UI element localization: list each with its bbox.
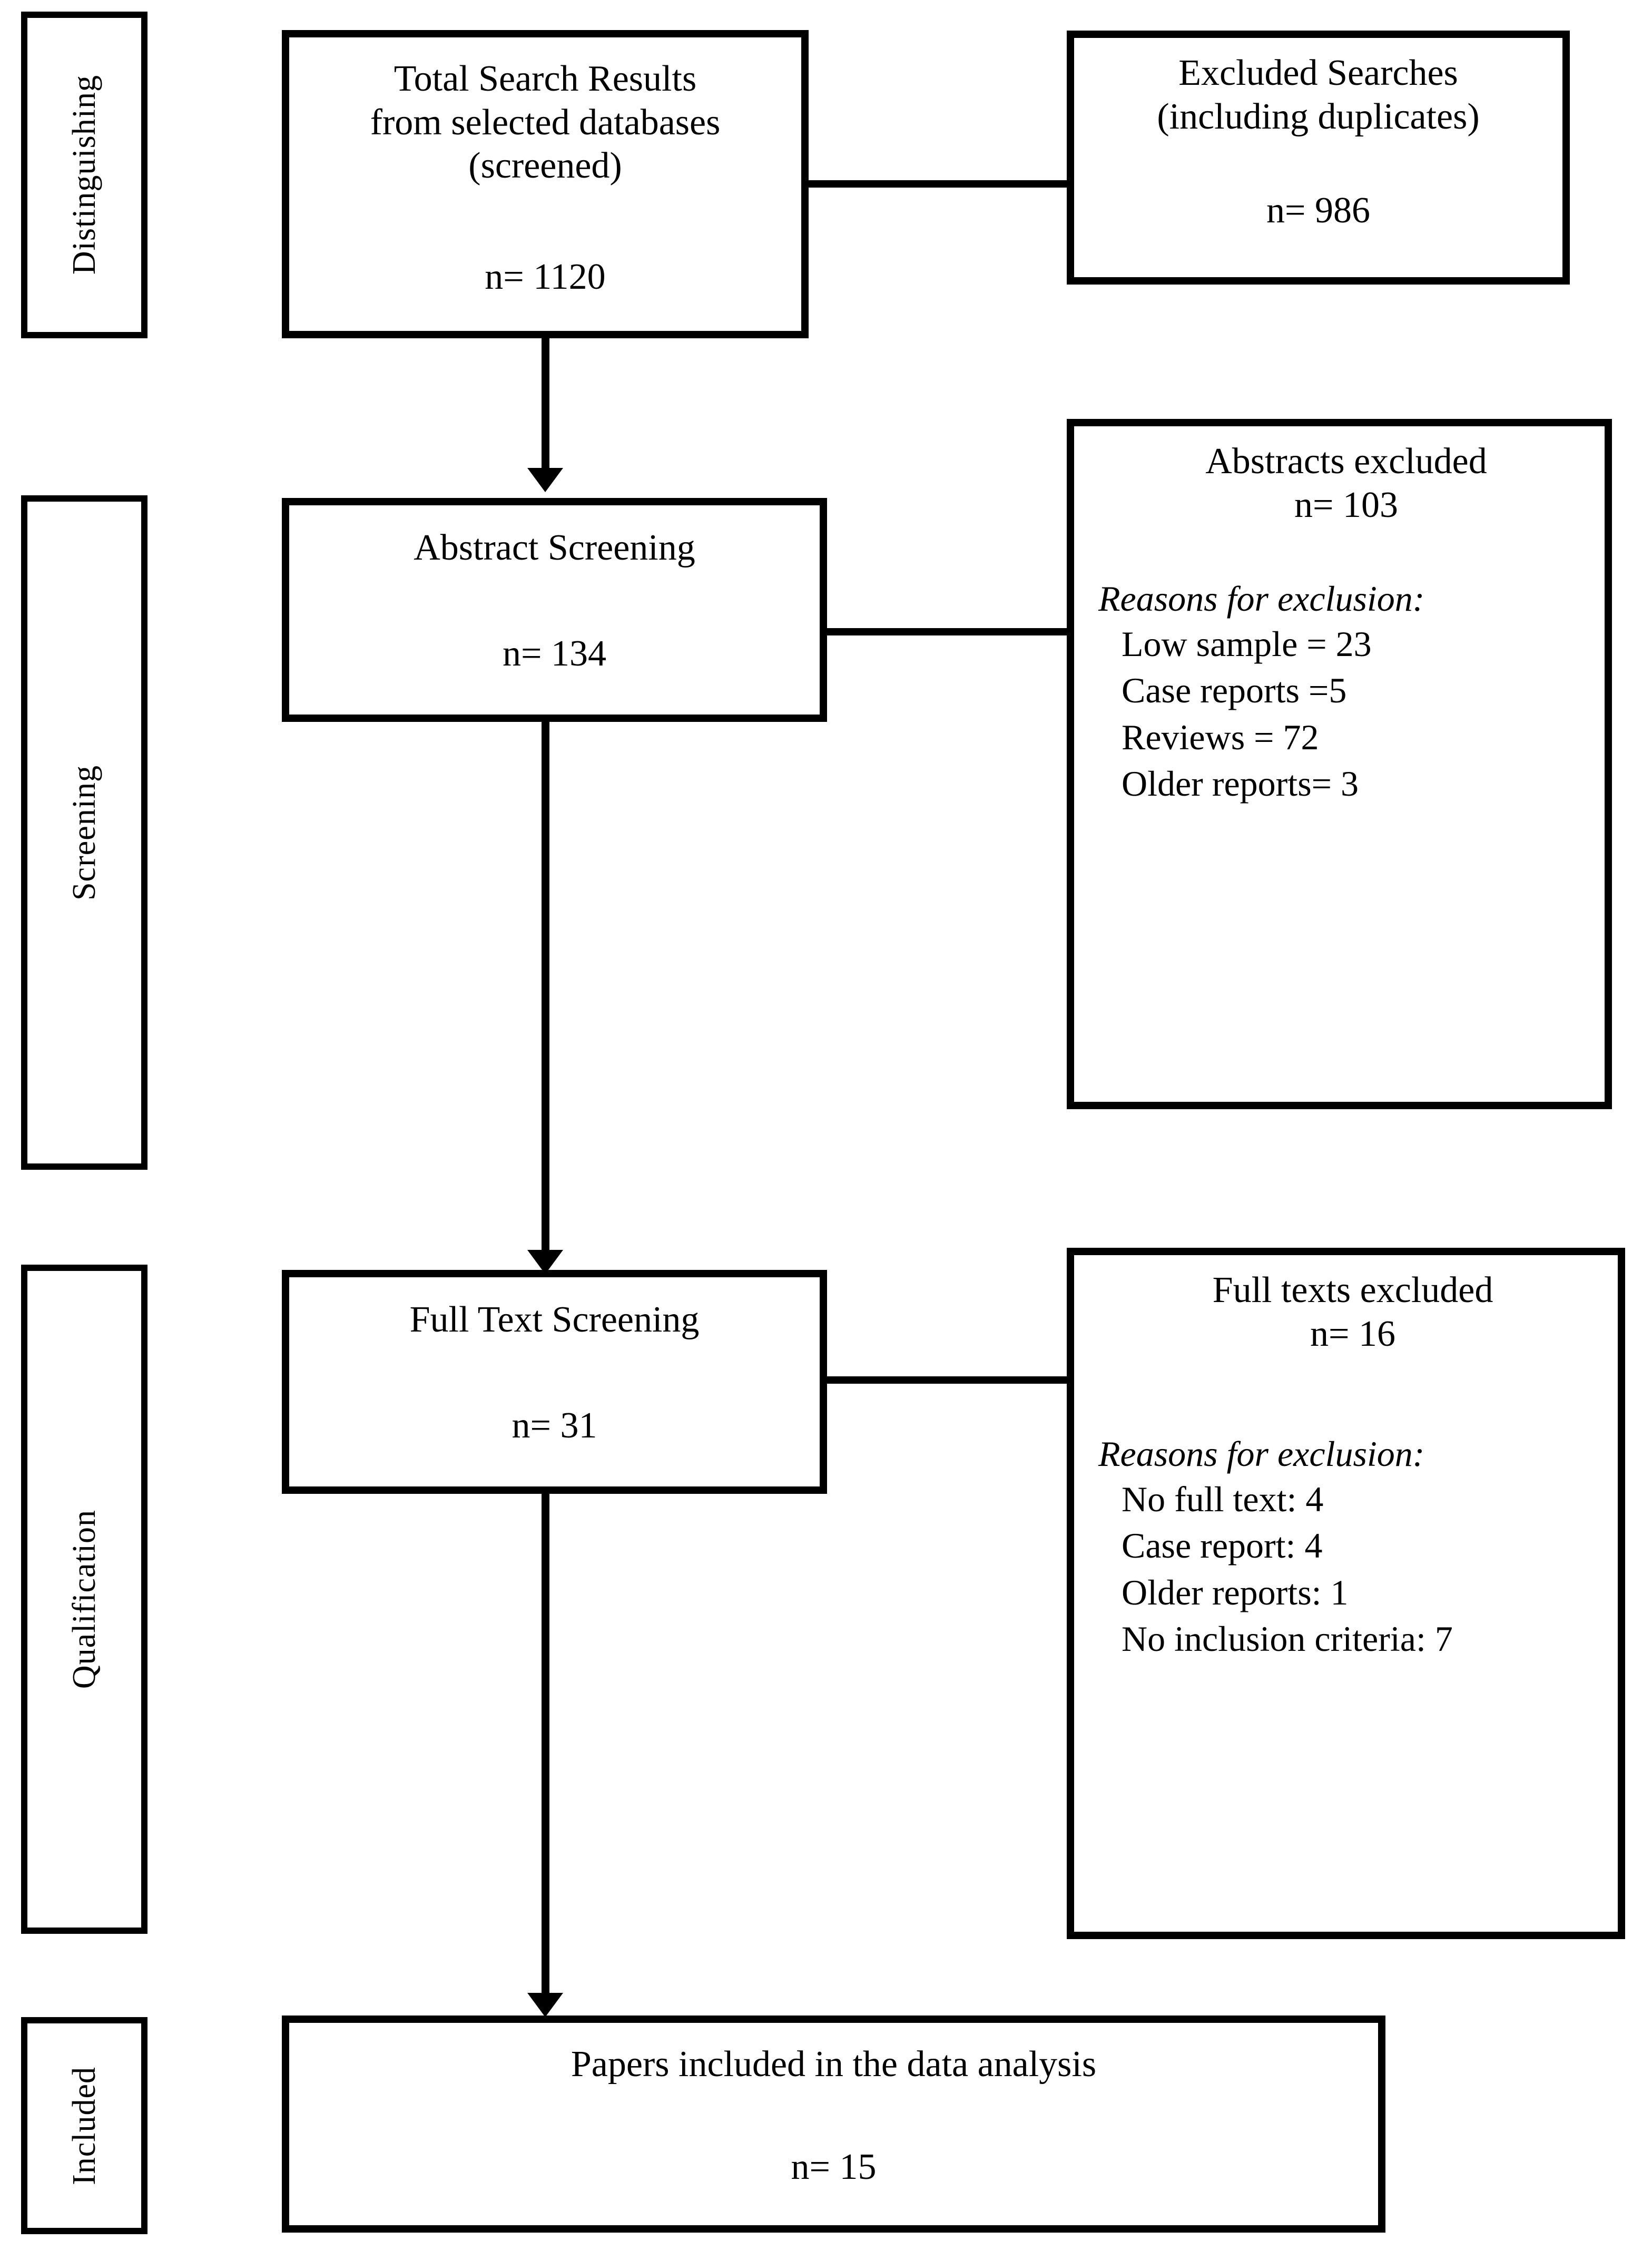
node-papers-included-count: n= 15 (791, 2146, 877, 2187)
node-full-texts-excluded-title: Full texts excluded (1212, 1270, 1493, 1310)
node-abstracts-excluded-reasons-heading: Reasons for exclusion: (1098, 579, 1425, 619)
reason-item: Case reports =5 (1122, 670, 1347, 711)
connector-abstract-to-excluded (826, 628, 1069, 635)
node-full-texts-excluded-reasons-heading: Reasons for exclusion: (1098, 1434, 1425, 1474)
node-papers-included-title: Papers included in the data analysis (571, 2044, 1097, 2085)
reason-item: Older reports: 1 (1122, 1572, 1349, 1612)
node-full-text-screening-count: n= 31 (512, 1405, 597, 1446)
reason-item: Reviews = 72 (1122, 717, 1319, 757)
reason-item: No full text: 4 (1122, 1479, 1324, 1519)
node-abstracts-excluded-title: Abstracts excluded (1205, 441, 1487, 482)
connector-fulltext-to-included (542, 1494, 549, 1997)
connector-abstract-to-fulltext (542, 722, 549, 1254)
node-abstracts-excluded-count: n= 103 (1294, 484, 1398, 525)
stage-label-included: Included (66, 2066, 102, 2185)
node-abstract-screening-title: Abstract Screening (414, 527, 695, 568)
connector-total-to-excluded (806, 180, 1069, 188)
stage-box-included: Included (21, 2017, 148, 2234)
node-full-text-screening: Full Text Screening n= 31 (282, 1270, 827, 1494)
stage-box-distinguishing: Distinguishing (21, 12, 148, 338)
arrowhead-total-to-abstract (527, 468, 563, 492)
node-abstracts-excluded: Abstracts excluded n= 103 Reasons for ex… (1067, 419, 1612, 1109)
node-total-search-results-title: Total Search Results from selected datab… (370, 58, 721, 187)
node-total-search-results: Total Search Results from selected datab… (282, 30, 809, 338)
node-abstract-screening: Abstract Screening n= 134 (282, 498, 827, 722)
node-full-text-screening-title: Full Text Screening (409, 1299, 700, 1340)
reason-item: No inclusion criteria: 7 (1122, 1618, 1453, 1659)
node-excluded-searches: Excluded Searches (including duplicates)… (1067, 31, 1570, 285)
node-abstracts-excluded-reasons-list: Low sample = 23 Case reports =5 Reviews … (1098, 621, 1594, 807)
node-excluded-searches-title: Excluded Searches (including duplicates) (1157, 53, 1480, 137)
stage-box-screening: Screening (21, 495, 148, 1170)
reason-item: Low sample = 23 (1122, 623, 1372, 664)
reason-item: Case report: 4 (1122, 1525, 1323, 1566)
node-abstract-screening-count: n= 134 (503, 633, 606, 674)
node-total-search-results-count: n= 1120 (485, 257, 606, 298)
reason-item: Older reports= 3 (1122, 763, 1359, 804)
node-full-texts-excluded: Full texts excluded n= 16 Reasons for ex… (1067, 1248, 1625, 1939)
connector-fulltext-to-excluded (826, 1376, 1069, 1384)
stage-box-qualification: Qualification (21, 1265, 148, 1934)
stage-label-distinguishing: Distinguishing (66, 75, 102, 275)
node-papers-included: Papers included in the data analysis n= … (282, 2016, 1385, 2233)
node-full-texts-excluded-reasons-list: No full text: 4 Case report: 4 Older rep… (1098, 1476, 1607, 1662)
stage-label-qualification: Qualification (66, 1509, 102, 1689)
connector-total-to-abstract (542, 337, 549, 470)
node-full-texts-excluded-count: n= 16 (1310, 1313, 1395, 1354)
arrowhead-fulltext-to-included (527, 1993, 563, 2017)
node-excluded-searches-count: n= 986 (1266, 190, 1370, 231)
stage-label-screening: Screening (66, 765, 102, 901)
